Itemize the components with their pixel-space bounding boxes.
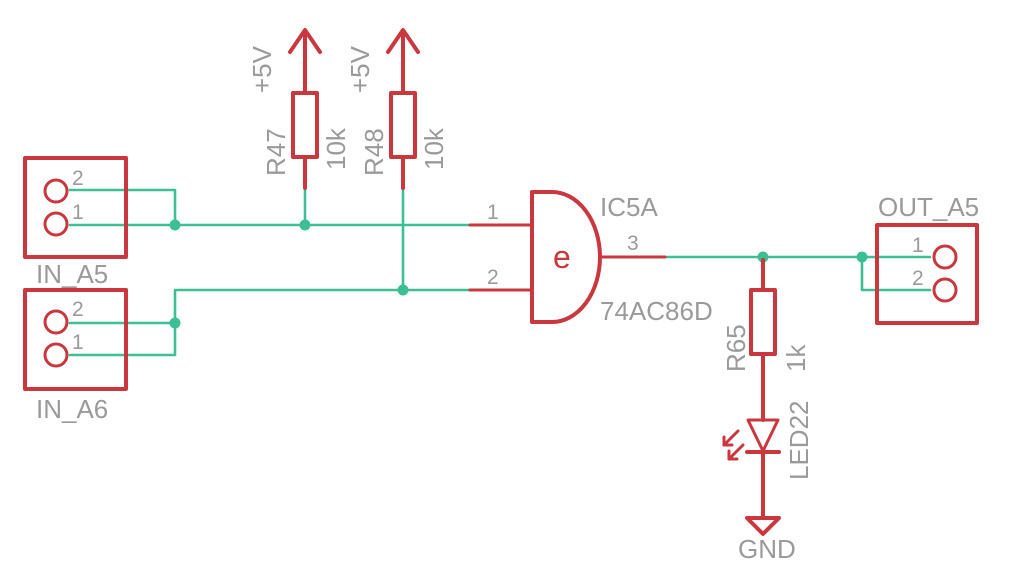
r47-value: 10k xyxy=(321,127,351,170)
supply-arrow-icon xyxy=(288,28,322,54)
r48-name: R48 xyxy=(359,128,389,176)
in-a5-pin1-label: 1 xyxy=(72,201,84,224)
junction-dot xyxy=(856,251,868,263)
in-a6-name: IN_A6 xyxy=(36,394,108,424)
r48-supply-label: +5V xyxy=(345,45,375,93)
in-a5-pin2-label: 2 xyxy=(72,167,84,190)
junctions xyxy=(169,219,868,329)
wire-net-b-main xyxy=(173,288,472,325)
r65-value: 1k xyxy=(781,344,811,372)
gate-symbol: e xyxy=(553,239,571,275)
wire-in-a5-pin2 xyxy=(68,188,177,227)
r47-name: R47 xyxy=(261,128,291,176)
junction-dot xyxy=(169,317,181,329)
junction-dot xyxy=(299,219,311,231)
connector-in-a6: 2 1 IN_A6 xyxy=(23,288,128,424)
resistor-r65: R65 1k xyxy=(721,258,811,422)
light-emission-icon xyxy=(722,429,745,461)
ground-symbol: GND xyxy=(738,516,796,564)
wire-out-a5-pin2 xyxy=(860,255,932,292)
in-a5-name: IN_A5 xyxy=(36,259,108,289)
ic5a-pin3-label: 3 xyxy=(627,232,639,255)
ic5a-part: 74AC86D xyxy=(600,296,713,326)
ic5a-name: IC5A xyxy=(600,192,658,222)
wires xyxy=(68,186,932,357)
gate-ic5a: e 1 2 3 IC5A 74AC86D xyxy=(468,190,713,326)
led-led22: LED22 xyxy=(722,401,814,520)
out-a5-name: OUT_A5 xyxy=(878,192,979,222)
supply-arrow-icon xyxy=(386,28,420,54)
r47-supply-label: +5V xyxy=(247,45,277,93)
r65-name: R65 xyxy=(721,324,751,372)
junction-dot xyxy=(169,219,181,231)
in-a6-pin1-label: 1 xyxy=(72,331,84,354)
led-diode-icon xyxy=(746,418,780,453)
connector-out-a5: 1 2 OUT_A5 xyxy=(875,192,979,325)
led22-name: LED22 xyxy=(784,401,814,481)
junction-dot xyxy=(757,251,769,263)
out-a5-pin1-label: 1 xyxy=(912,234,924,257)
ground-icon xyxy=(745,516,781,536)
ic5a-pin1-label: 1 xyxy=(487,201,499,224)
out-a5-pin2-label: 2 xyxy=(912,267,924,290)
junction-dot xyxy=(397,284,409,296)
ic5a-pin2-label: 2 xyxy=(487,266,499,289)
resistor-r48: +5V R48 10k xyxy=(345,28,449,190)
resistor-r47: +5V R47 10k xyxy=(247,28,351,190)
connector-in-a5: 2 1 IN_A5 xyxy=(23,156,128,289)
ground-label: GND xyxy=(738,534,796,564)
gate-body-icon xyxy=(530,190,602,324)
wire-in-a6-pin1 xyxy=(68,321,177,357)
in-a6-pin2-label: 2 xyxy=(72,298,84,321)
r48-value: 10k xyxy=(419,127,449,170)
